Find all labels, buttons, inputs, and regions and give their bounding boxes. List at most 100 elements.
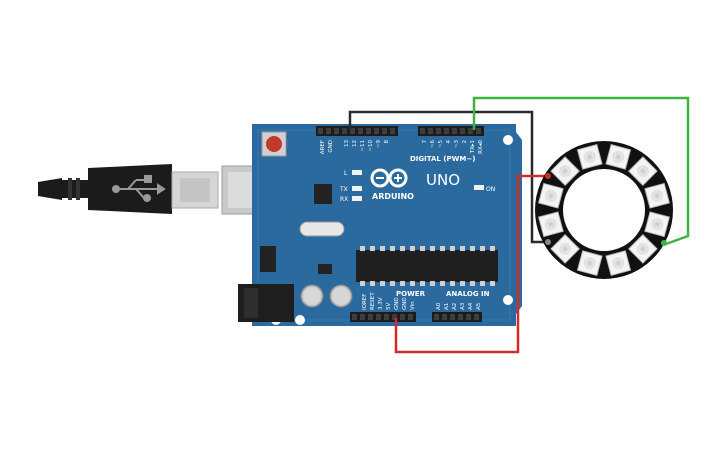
pin-label: Vin — [410, 301, 416, 310]
neopixel-led[interactable] — [550, 156, 580, 186]
header-pin[interactable] — [458, 314, 463, 320]
pin-label: A4 — [468, 302, 474, 310]
ring-pin-data-in[interactable] — [661, 240, 667, 246]
header-pin[interactable] — [384, 314, 389, 320]
led-tx-label: TX — [339, 186, 348, 193]
header-pin[interactable] — [358, 128, 363, 134]
pin-label: ~6 — [430, 140, 436, 149]
neopixel-ring[interactable] — [535, 141, 673, 279]
neopixel-led[interactable] — [605, 144, 632, 170]
brand-label: ARDUINO — [372, 192, 414, 201]
pin-label: ~10 — [368, 140, 374, 152]
pin-label: TX▸1 — [470, 140, 476, 154]
pin-headers — [316, 126, 484, 322]
capacitor — [300, 284, 353, 308]
neopixel-led[interactable] — [644, 211, 670, 238]
reset-button[interactable] — [261, 131, 287, 157]
header-pin[interactable] — [468, 128, 473, 134]
wire-5v-red — [394, 174, 548, 354]
pin-label: A5 — [476, 302, 482, 310]
pin-label: GND — [328, 140, 334, 153]
pin-label: A1 — [444, 303, 450, 310]
usb-cable[interactable] — [38, 164, 219, 214]
neopixel-led[interactable] — [644, 182, 670, 209]
neopixel-led[interactable] — [538, 211, 564, 238]
led-on — [474, 185, 484, 190]
neopixel-led[interactable] — [538, 182, 564, 209]
crystal — [299, 221, 345, 237]
led-tx — [352, 186, 362, 191]
header-pin[interactable] — [466, 314, 471, 320]
header-pin[interactable] — [408, 314, 413, 320]
header-pin[interactable] — [376, 314, 381, 320]
pin-label: GND — [402, 297, 408, 310]
header-pin[interactable] — [390, 128, 395, 134]
header-pin[interactable] — [342, 128, 347, 134]
header-pin[interactable] — [374, 128, 379, 134]
pin-label: AREF — [320, 140, 326, 154]
pin-label: A2 — [452, 303, 458, 310]
neopixel-led[interactable] — [550, 234, 580, 264]
header-pin[interactable] — [400, 314, 405, 320]
header-pin[interactable] — [428, 128, 433, 134]
usb-icon — [112, 175, 166, 202]
header-pin[interactable] — [366, 128, 371, 134]
wire-data-green — [472, 96, 690, 246]
header-digital-high — [316, 126, 398, 136]
atmega-chip — [356, 246, 498, 286]
led-l — [352, 170, 362, 175]
header-pin[interactable] — [352, 314, 357, 320]
neopixel-led[interactable] — [628, 234, 658, 264]
ring-pin-power[interactable] — [545, 173, 551, 179]
header-power — [350, 312, 416, 322]
header-pin[interactable] — [460, 128, 465, 134]
pin-label: RX◂0 — [478, 140, 484, 154]
smd-part — [318, 264, 332, 274]
neopixel-led[interactable] — [576, 250, 603, 276]
header-pin[interactable] — [476, 128, 481, 134]
led-rx-label: RX — [340, 196, 348, 203]
header-pin[interactable] — [382, 128, 387, 134]
pin-label: 13 — [344, 140, 350, 147]
model-label: UNO — [426, 171, 460, 189]
pin-label: 2 — [462, 140, 468, 144]
wire-gnd-black — [348, 110, 548, 244]
pin-label: 4 — [446, 140, 452, 144]
header-pin[interactable] — [452, 128, 457, 134]
regulator — [260, 246, 276, 272]
header-pin[interactable] — [450, 314, 455, 320]
neopixel-led[interactable] — [628, 156, 658, 186]
pin-label: 7 — [422, 140, 428, 144]
pin-label: 12 — [352, 140, 358, 147]
neopixel-led[interactable] — [605, 250, 632, 276]
header-pin[interactable] — [392, 314, 397, 320]
header-pin[interactable] — [368, 314, 373, 320]
pin-label: GND — [394, 297, 400, 310]
header-pin[interactable] — [326, 128, 331, 134]
dc-power-jack — [238, 284, 294, 322]
header-pin[interactable] — [434, 314, 439, 320]
header-pin[interactable] — [350, 128, 355, 134]
header-pin[interactable] — [420, 128, 425, 134]
pin-label: A0 — [436, 302, 442, 310]
led-rx — [352, 196, 362, 201]
mount-hole — [503, 135, 513, 145]
header-digital-low — [418, 126, 484, 136]
header-analog — [432, 312, 482, 322]
usb-chip — [314, 184, 332, 204]
pin-label: IOREF — [362, 294, 368, 310]
header-pin[interactable] — [334, 128, 339, 134]
header-pin[interactable] — [474, 314, 479, 320]
mount-hole — [295, 315, 305, 325]
neopixel-led[interactable] — [576, 144, 603, 170]
header-pin[interactable] — [444, 128, 449, 134]
header-pin[interactable] — [318, 128, 323, 134]
ring-pin-gnd[interactable] — [545, 239, 551, 245]
header-pin[interactable] — [360, 314, 365, 320]
header-pin[interactable] — [442, 314, 447, 320]
arduino-infinity-logo-icon — [370, 168, 408, 188]
header-pin[interactable] — [436, 128, 441, 134]
